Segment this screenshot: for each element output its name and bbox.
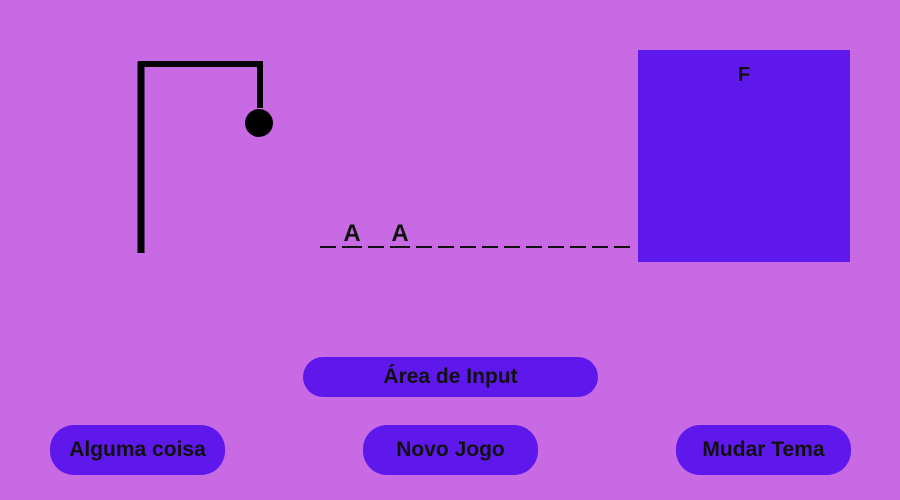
word-slot <box>416 218 432 250</box>
word-slot <box>570 218 586 250</box>
word-slot-underline <box>526 246 542 248</box>
new-game-label: Novo Jogo <box>396 438 505 461</box>
word-slot-underline <box>320 246 336 248</box>
word-slot-underline <box>592 246 608 248</box>
alguma-coisa-label: Alguma coisa <box>69 438 206 461</box>
word-slot-underline <box>342 246 362 248</box>
word-slot <box>548 218 564 250</box>
word-slot-underline <box>368 246 384 248</box>
word-slot-underline <box>438 246 454 248</box>
change-theme-label: Mudar Tema <box>702 438 825 461</box>
alguma-coisa-button[interactable]: Alguma coisa <box>50 425 225 475</box>
word-slot-underline <box>548 246 564 248</box>
word-slot: A <box>390 218 410 250</box>
word-slot-underline <box>570 246 586 248</box>
guessed-letters-panel: F <box>638 50 850 262</box>
word-slot <box>460 218 476 250</box>
word-slot-underline <box>504 246 520 248</box>
word-slot <box>482 218 498 250</box>
change-theme-button[interactable]: Mudar Tema <box>676 425 851 475</box>
word-slot: A <box>342 218 362 250</box>
word-slot <box>526 218 542 250</box>
word-slot-underline <box>390 246 410 248</box>
word-slot <box>368 218 384 250</box>
word-slot-underline <box>482 246 498 248</box>
guessed-letters: F <box>737 64 751 86</box>
word-slot-underline <box>614 246 630 248</box>
word-slot-underline <box>460 246 476 248</box>
hangman-head <box>245 109 273 137</box>
word-slot <box>614 218 630 250</box>
input-area-label: Área de Input <box>383 365 518 388</box>
word-slot <box>504 218 520 250</box>
word-slot <box>438 218 454 250</box>
word-slot-underline <box>416 246 432 248</box>
word-slot-letter: A <box>343 220 361 247</box>
word-slot <box>592 218 608 250</box>
word-slot <box>320 218 336 250</box>
new-game-button[interactable]: Novo Jogo <box>363 425 538 475</box>
word-slot-letter: A <box>391 220 409 247</box>
input-area[interactable]: Área de Input <box>303 357 598 397</box>
